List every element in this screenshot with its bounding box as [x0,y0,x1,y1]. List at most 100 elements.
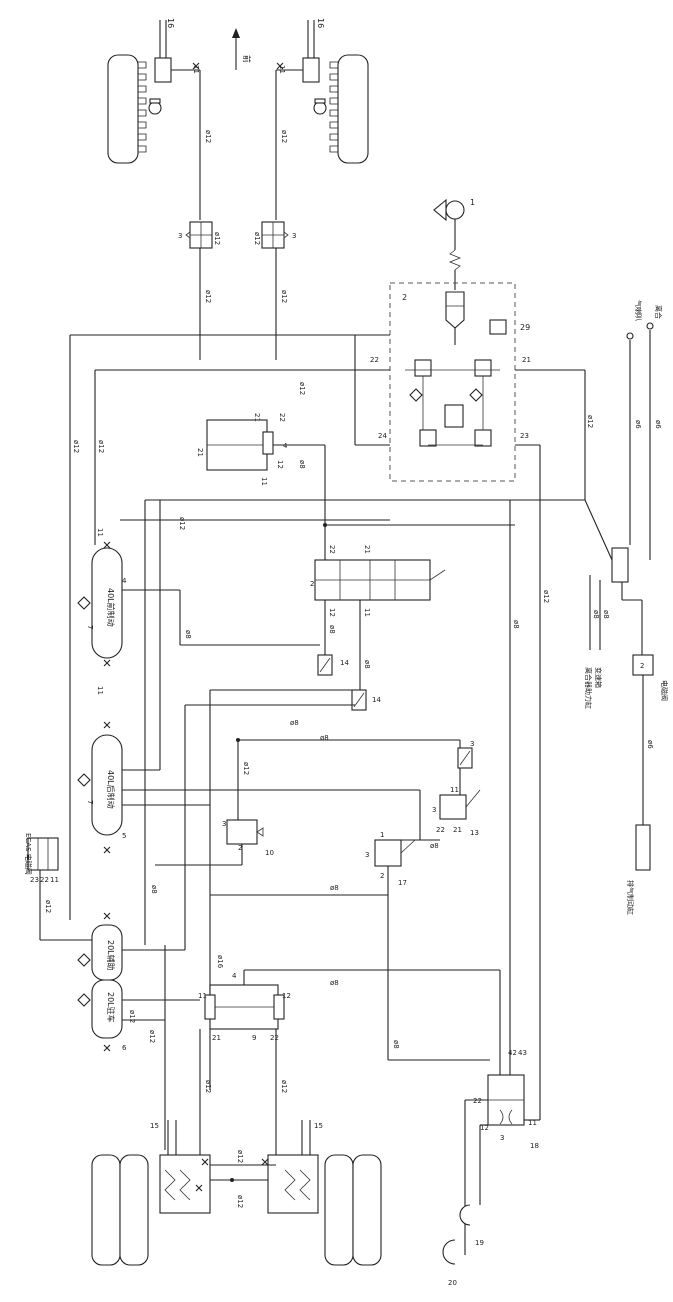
svg-text:气喇叭: 气喇叭 [634,300,643,321]
svg-text:19: 19 [475,1239,484,1247]
svg-text:ø16: ø16 [216,955,224,969]
svg-text:ø12: ø12 [298,382,306,395]
svg-text:21: 21 [212,1034,221,1042]
svg-text:15: 15 [150,1122,159,1130]
rear-axle: 15 15 ø12 ø12 [91,1120,382,1266]
svg-text:12: 12 [328,608,336,617]
svg-text:ø12: ø12 [72,440,80,453]
svg-text:1: 1 [380,831,384,839]
svg-text:20L辅助: 20L辅助 [106,940,116,971]
svg-text:2: 2 [238,844,242,852]
front-right-brake-chamber-icon [313,101,327,115]
svg-text:21: 21 [196,448,204,457]
svg-text:20L驻车: 20L驻车 [106,992,116,1023]
svg-text:22: 22 [436,826,445,834]
svg-text:7: 7 [86,800,94,804]
front-left-chamber-16 [154,57,172,83]
svg-text:ø12: ø12 [280,130,288,143]
front-right-chamber-16 [302,57,320,83]
front-40l-tank: 40L前制动 4 7 11 11 [77,528,127,695]
label-16-left: 16 [166,18,175,28]
svg-text:ø12: ø12 [280,290,288,303]
svg-text:21: 21 [522,356,531,364]
svg-text:18: 18 [530,1142,539,1150]
svg-text:3: 3 [500,1134,504,1142]
svg-text:11: 11 [528,1119,537,1127]
svg-text:22: 22 [370,356,379,364]
svg-text:ø8: ø8 [328,625,336,634]
svg-text:7: 7 [86,625,94,629]
svg-text:3: 3 [365,851,369,859]
svg-text:ø8: ø8 [330,979,339,987]
coupling-head-19-icon [459,1204,471,1226]
svg-text:23: 23 [520,432,529,440]
park-20l-tank: 20L驻车 6 [77,979,127,1052]
svg-text:22: 22 [40,876,49,884]
svg-text:11: 11 [192,65,200,74]
svg-text:14: 14 [340,659,349,667]
svg-text:ø8: ø8 [298,460,306,469]
trailer-control-valve-18: 18 42 43 22 12 3 11 [473,1049,539,1150]
svg-text:29: 29 [520,323,530,332]
exhaust-brake-cylinder: 排气制动缸 [626,824,651,915]
front-left-wheel [107,54,162,164]
rear-relay-valve-9: 9 4 21 22 11 12 [198,972,291,1042]
svg-text:ø8: ø8 [363,660,371,669]
svg-text:14: 14 [372,696,381,704]
svg-text:ø8: ø8 [330,884,339,892]
svg-text:4: 4 [122,577,127,585]
svg-text:离合器助力缸: 离合器助力缸 [584,667,593,709]
svg-text:43: 43 [518,1049,527,1057]
svg-text:ø8: ø8 [602,610,610,619]
svg-text:22: 22 [473,1097,482,1105]
distribution-block [611,547,629,583]
rear-40l-tank: 40L后制动 5 7 [77,721,126,854]
front-right-wheel [313,54,369,164]
svg-text:13: 13 [470,829,479,837]
drain-valve-icon [77,773,91,787]
svg-text:2: 2 [310,580,314,588]
svg-text:ø8: ø8 [290,719,299,727]
front-axle: 16 16 前 11 11 ø12 ø12 3 ø12 3 [107,18,369,360]
svg-text:3: 3 [470,740,474,748]
svg-text:40L后制动: 40L后制动 [106,770,116,809]
svg-text:11: 11 [198,992,207,1000]
svg-text:17: 17 [398,879,407,887]
svg-text:4: 4 [232,972,237,980]
label-16-right: 16 [316,18,325,28]
pressure-switch-14b: 14 [351,689,381,711]
svg-text:ø8: ø8 [592,610,600,619]
svg-text:离合: 离合 [654,305,663,319]
svg-text:ø12: ø12 [242,762,250,775]
drain-valve-icon [77,953,91,967]
rear-right-spring-chamber [267,1154,319,1214]
svg-text:电磁阀: 电磁阀 [660,680,669,701]
svg-text:ø12: ø12 [44,900,52,913]
svg-text:6: 6 [122,1044,127,1052]
drain-valve-icon [77,596,91,610]
svg-text:3: 3 [178,232,182,240]
svg-text:ECAS 电磁阀: ECAS 电磁阀 [24,833,33,875]
relay-valve-10: 10 3 2 [222,819,274,857]
hand-brake-valve-13: 13 3 11 22 21 [432,786,481,837]
svg-text:21: 21 [453,826,462,834]
svg-text:ø12: ø12 [253,232,261,245]
svg-text:11: 11 [363,608,371,617]
svg-text:ø6: ø6 [634,420,642,429]
svg-text:11: 11 [96,686,104,695]
svg-text:12: 12 [282,992,291,1000]
svg-text:22: 22 [278,413,286,422]
front-left-relay-valve: 3 ø12 [178,221,221,249]
svg-text:15: 15 [314,1122,323,1130]
svg-text:12: 12 [276,460,284,469]
svg-text:ø12: ø12 [204,1080,212,1093]
svg-text:ø12: ø12 [204,130,212,143]
svg-text:ø12: ø12 [204,290,212,303]
svg-text:ø8: ø8 [430,842,439,850]
solenoid-valve-right: 2 电磁阀 [632,654,669,701]
svg-text:24: 24 [378,432,387,440]
svg-text:ø8: ø8 [320,734,329,742]
svg-text:ø12: ø12 [280,1080,288,1093]
svg-text:ø12: ø12 [586,415,594,428]
